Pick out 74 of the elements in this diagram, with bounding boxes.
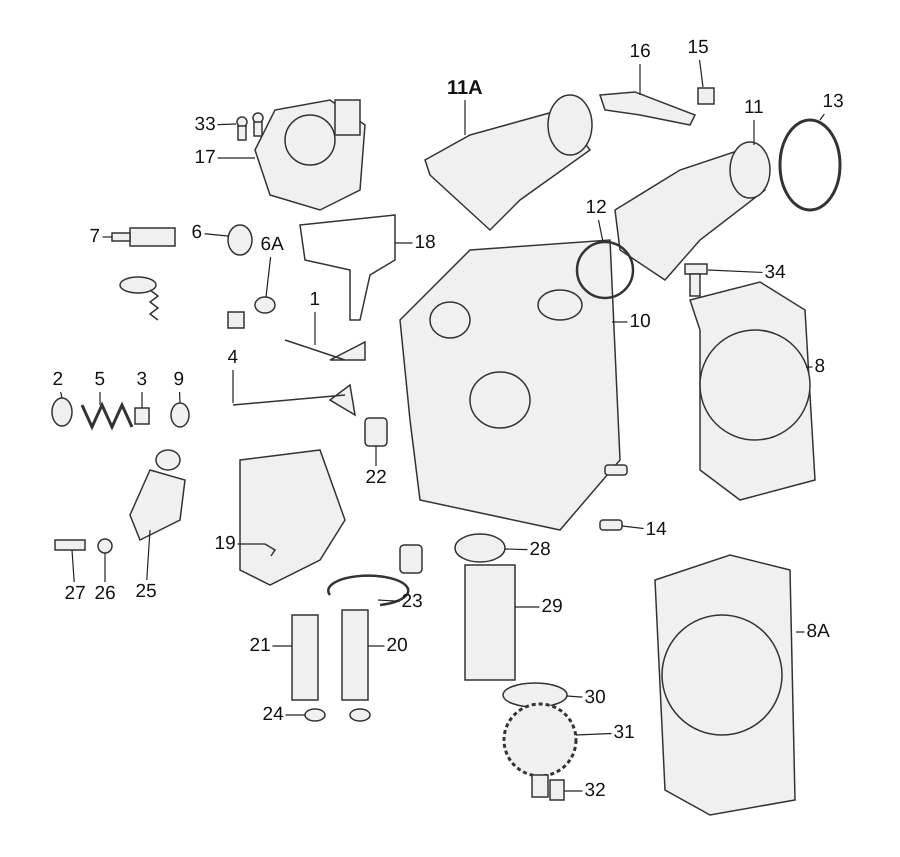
leader-line [265, 256, 272, 298]
leader-line [71, 550, 75, 582]
callout-number: 8A [806, 622, 830, 642]
leader-line [232, 370, 234, 403]
leader-line [217, 123, 236, 126]
callout-number: 3 [136, 370, 148, 390]
leader-line [178, 392, 181, 404]
callout-number: 22 [366, 468, 387, 488]
leader-line [238, 543, 265, 545]
leader-line [146, 530, 151, 580]
callout-number: 13 [822, 92, 844, 112]
callout-number: 2 [52, 370, 64, 390]
leader-line [708, 269, 763, 274]
callout-number: 23 [402, 592, 423, 612]
callout-number: 15 [688, 38, 709, 58]
callout-number: 10 [630, 312, 651, 332]
leader-line [204, 233, 228, 237]
callout-number: 27 [64, 584, 86, 604]
callout-number: 9 [174, 370, 184, 390]
callout-number: 8 [814, 357, 826, 377]
callout-number: 33 [194, 115, 216, 135]
leader-line [314, 312, 316, 345]
leader-line [504, 548, 528, 550]
leader-line [564, 790, 582, 792]
leader-line [378, 599, 400, 602]
callout-number: 31 [614, 723, 635, 743]
callout-number: 1 [310, 290, 320, 310]
callout-number: 16 [630, 42, 651, 62]
callout-number: 7 [90, 227, 100, 247]
callout-number: 19 [214, 534, 236, 554]
leader-line [464, 100, 466, 135]
callout-number: 12 [586, 198, 607, 218]
leader-line [395, 242, 412, 244]
callout-number: 4 [228, 348, 238, 368]
leader-line [272, 645, 292, 647]
leader-line [60, 392, 63, 398]
callout-number: 29 [542, 597, 563, 617]
callout-number: 17 [194, 148, 216, 168]
leader-line [753, 120, 755, 145]
leader-line [368, 645, 384, 647]
leader-line [598, 220, 604, 242]
callout-number: 32 [584, 781, 606, 801]
leader-line [218, 157, 255, 159]
callout-number: 28 [530, 540, 551, 560]
callout-number: 11 [744, 98, 764, 118]
leader-line [820, 114, 825, 120]
leader-line [612, 321, 628, 323]
leader-line [99, 392, 101, 405]
callout-number: 5 [94, 370, 106, 390]
callout-number: 6A [260, 235, 284, 255]
leader-line [515, 606, 540, 608]
callout-number: 14 [646, 520, 667, 540]
leader-line [566, 695, 583, 698]
leader-line [286, 714, 305, 716]
callout-number: 26 [94, 584, 116, 604]
leader-line [639, 64, 641, 95]
leader-line [576, 732, 612, 736]
callout-number: 6 [192, 223, 202, 243]
leader-line [141, 392, 143, 408]
leader-line [796, 631, 804, 633]
callout-number: 30 [584, 688, 606, 708]
leader-line [104, 553, 106, 582]
leader-line [375, 446, 377, 466]
leader-line [698, 60, 704, 88]
callout-number: 25 [136, 582, 157, 602]
callout-number: 21 [250, 636, 271, 656]
callout-number: 24 [262, 705, 284, 725]
callout-number: 20 [386, 636, 408, 656]
callout-number: 34 [764, 263, 786, 283]
callout-number: 11A [447, 78, 483, 98]
leader-line [102, 236, 112, 238]
leader-line [806, 366, 812, 368]
callout-number: 18 [414, 233, 436, 253]
leader-line [622, 525, 644, 530]
